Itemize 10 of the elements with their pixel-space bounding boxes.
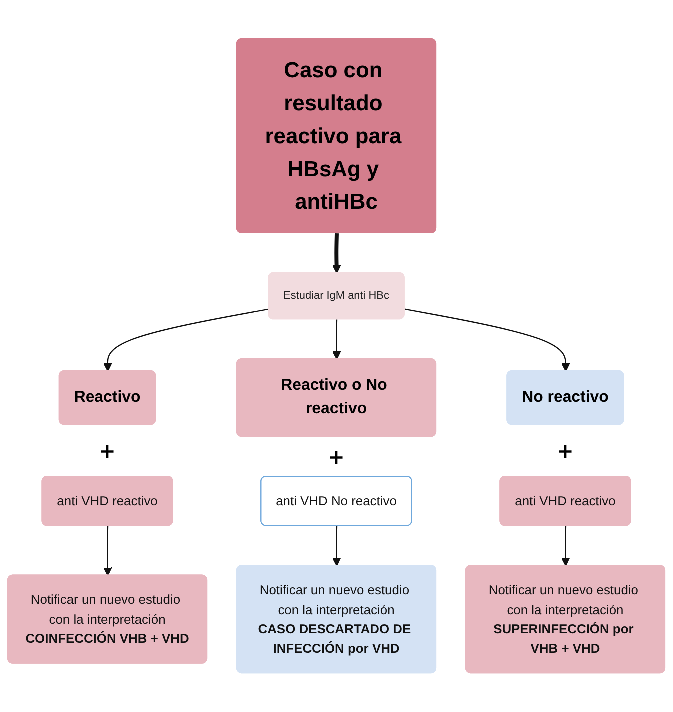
arrow: [404, 308, 570, 372]
arrow: [332, 234, 342, 274]
arrow: [104, 308, 270, 372]
plus-sign: +: [99, 440, 116, 461]
arrow: [332, 526, 342, 566]
arrow: [104, 526, 112, 576]
plus-sign: +: [557, 440, 574, 461]
arrow: [332, 320, 342, 360]
arrow: [561, 526, 570, 566]
plus-sign: +: [328, 446, 345, 467]
